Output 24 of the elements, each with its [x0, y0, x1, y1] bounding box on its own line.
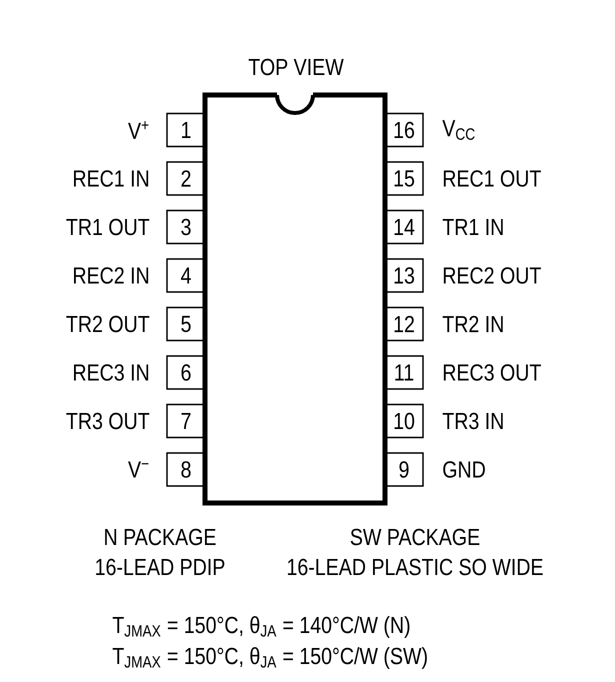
- pin-label: REC2 IN: [74, 267, 148, 284]
- pin-label: TR3 IN: [442, 412, 503, 430]
- pin-label: GND: [443, 461, 485, 478]
- pin-label: TR3 OUT: [66, 412, 150, 430]
- pin-label: REC1 OUT: [444, 170, 541, 187]
- pin-label: TR2 OUT: [66, 316, 150, 332]
- pin-label: TR1 OUT: [66, 218, 150, 236]
- pin-label: TR2 IN: [442, 316, 503, 332]
- chip-body-drawing: [202, 91, 388, 506]
- title: TOP VIEW: [248, 58, 344, 76]
- note-text: 16-LEAD PDIP: [96, 558, 224, 576]
- pin-label: V$_{CC}$: [442, 120, 475, 140]
- note-text: SW PACKAGE: [350, 528, 480, 546]
- pin-label: V$^{+}$: [128, 121, 148, 139]
- note-text: N PACKAGE: [105, 528, 216, 546]
- pin-label: REC2 OUT: [444, 267, 541, 284]
- pin-label: V$^{−}$: [128, 461, 148, 478]
- pin-label: REC1 IN: [74, 170, 148, 187]
- note-text: 16-LEAD PLASTIC SO WIDE: [288, 558, 543, 576]
- note-text: T$_{JMAX}$ = 150°C, θ$_{JA}$ = 150°C/W (SW): [112, 647, 427, 669]
- pin-label: REC3 OUT: [444, 364, 541, 381]
- pin-label: TR1 IN: [442, 218, 503, 236]
- pin-label: REC3 IN: [74, 364, 148, 381]
- note-text: T$_{JMAX}$ = 150°C, θ$_{JA}$ = 140°C/W (N): [112, 616, 410, 638]
